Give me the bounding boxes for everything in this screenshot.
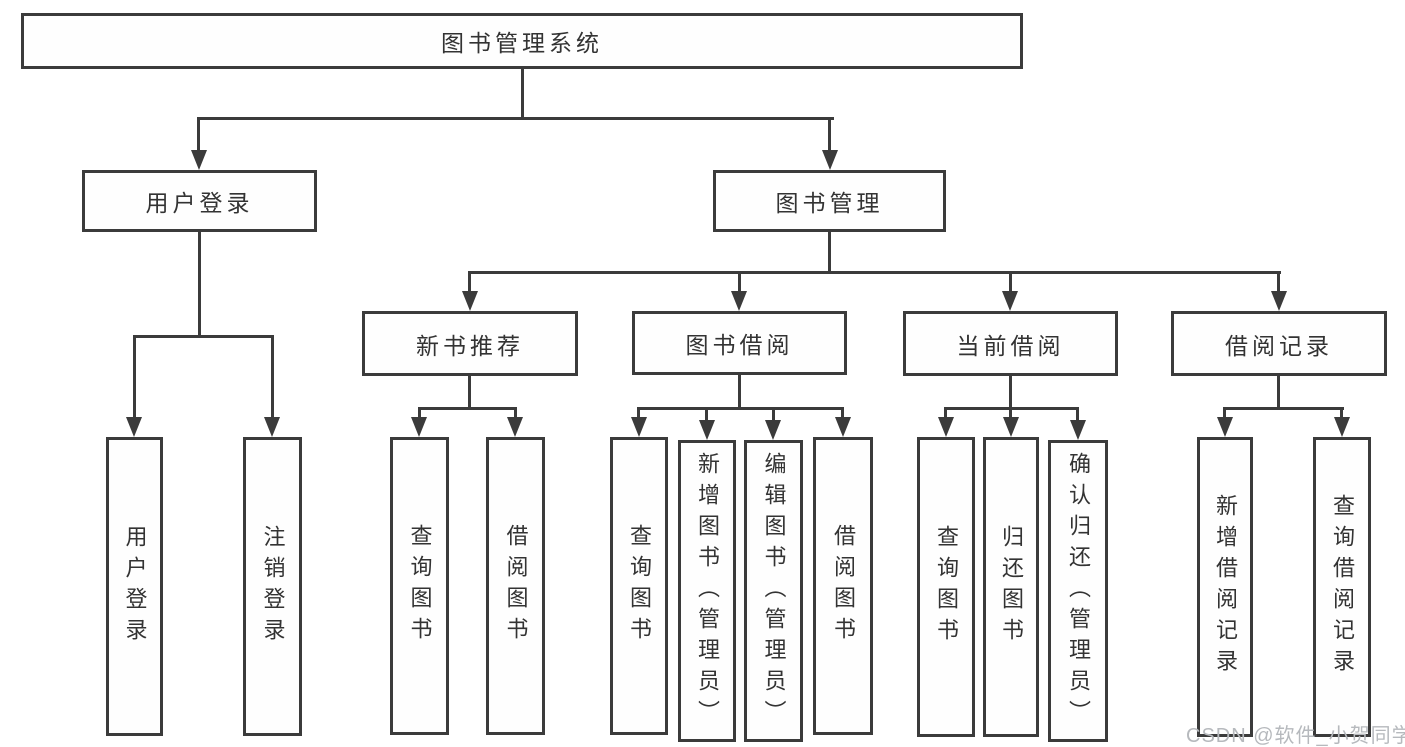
connector-drop-borrow-books [841, 407, 844, 419]
arrowhead-borrow-records [1271, 291, 1287, 311]
leaf-add-borrow-record: 新增借阅记录 [1197, 437, 1253, 737]
leaf-recommend-query-books-label: 查询图书 [407, 524, 433, 648]
connector-drop-leaf-user-login [133, 335, 136, 420]
connector-drop-recommend-query [418, 407, 421, 419]
node-current-borrow-label: 当前借阅 [956, 332, 1065, 359]
leaf-current-query-books: 查询图书 [917, 437, 975, 737]
node-book-borrow: 图书借阅 [632, 311, 847, 375]
connector-user-login-rail [133, 335, 274, 338]
connector-drop-new-book-recommend [468, 271, 471, 293]
connector-drop-borrow-records [1277, 271, 1280, 293]
leaf-logout-label: 注销登录 [260, 524, 286, 649]
leaf-confirm-return-admin-label: 确认归还（管理员） [1066, 451, 1091, 731]
leaf-add-books-admin: 新增图书（管理员） [678, 440, 736, 742]
arrowhead-borrow-query [631, 417, 647, 437]
connector-drop-book-management [828, 117, 831, 153]
leaf-recommend-borrow-books-label: 借阅图书 [503, 524, 529, 648]
arrowhead-current-query [938, 417, 954, 437]
arrowhead-user-login [191, 150, 207, 170]
connector-drop-leaf-logout [271, 335, 274, 420]
arrowhead-recommend-query [411, 417, 427, 437]
arrowhead-book-management [822, 150, 838, 170]
leaf-query-borrow-record-label: 查询借阅记录 [1330, 494, 1355, 680]
leaf-current-query-books-label: 查询图书 [934, 525, 959, 649]
leaf-borrow-books: 借阅图书 [813, 437, 873, 735]
leaf-confirm-return-admin: 确认归还（管理员） [1048, 440, 1108, 742]
connector-user-login-stub [198, 232, 201, 337]
node-root-label: 图书管理系统 [441, 30, 603, 56]
connector-records-rail [1223, 407, 1344, 410]
arrowhead-query-record [1334, 417, 1350, 437]
leaf-logout: 注销登录 [243, 437, 302, 736]
node-borrow-records: 借阅记录 [1171, 311, 1387, 376]
leaf-add-borrow-record-label: 新增借阅记录 [1213, 494, 1238, 680]
connector-drop-add-record [1223, 407, 1226, 419]
connector-current-stub [1009, 376, 1012, 410]
node-user-login: 用户登录 [82, 170, 317, 232]
connector-recommend-stub [468, 376, 471, 410]
connector-drop-borrow-query [637, 407, 640, 419]
leaf-recommend-borrow-books: 借阅图书 [486, 437, 545, 735]
leaf-user-login: 用户登录 [106, 437, 163, 736]
connector-drop-user-login [197, 117, 200, 153]
node-current-borrow: 当前借阅 [903, 311, 1118, 376]
node-book-management: 图书管理 [713, 170, 946, 232]
leaf-borrow-query-books-label: 查询图书 [627, 524, 652, 648]
leaf-add-books-admin-label: 新增图书（管理员） [695, 451, 720, 731]
connector-borrow-stub [738, 375, 741, 410]
arrowhead-borrow-books [835, 417, 851, 437]
connector-drop-recommend-borrow [514, 407, 517, 419]
arrowhead-new-book-recommend [462, 291, 478, 311]
connector-borrow-rail [637, 407, 844, 410]
arrowhead-leaf-user-login [126, 417, 142, 437]
node-user-login-label: 用户登录 [145, 190, 254, 216]
connector-drop-return-books [1009, 407, 1012, 419]
connector-drop-query-record [1340, 407, 1343, 419]
leaf-user-login-label: 用户登录 [122, 524, 148, 649]
arrowhead-current-borrow [1002, 291, 1018, 311]
connector-root-rail [197, 117, 834, 120]
arrowhead-book-borrow [731, 291, 747, 311]
connector-book-management-stub [828, 232, 831, 274]
connector-drop-book-borrow [738, 271, 741, 293]
leaf-edit-books-admin-label: 编辑图书（管理员） [761, 451, 787, 731]
arrowhead-leaf-logout [264, 417, 280, 437]
node-new-book-recommend: 新书推荐 [362, 311, 578, 376]
node-new-book-recommend-label: 新书推荐 [416, 332, 524, 359]
connector-drop-current-query [944, 407, 947, 419]
connector-book-management-rail [468, 271, 1281, 274]
leaf-borrow-books-label: 借阅图书 [831, 524, 856, 648]
node-book-management-label: 图书管理 [775, 190, 884, 216]
arrowhead-edit-books [765, 420, 781, 440]
connector-drop-edit-books [772, 407, 775, 422]
arrowhead-confirm-return [1070, 420, 1086, 440]
node-root: 图书管理系统 [21, 13, 1023, 69]
leaf-edit-books-admin: 编辑图书（管理员） [744, 440, 803, 742]
node-borrow-records-label: 借阅记录 [1225, 332, 1333, 359]
arrowhead-return-books [1003, 417, 1019, 437]
arrowhead-add-record [1217, 417, 1233, 437]
arrowhead-recommend-borrow [507, 417, 523, 437]
connector-drop-current-borrow [1009, 271, 1012, 293]
node-book-borrow-label: 图书借阅 [685, 332, 794, 358]
leaf-recommend-query-books: 查询图书 [390, 437, 449, 735]
connector-records-stub [1277, 376, 1280, 410]
leaf-return-books-label: 归还图书 [999, 525, 1024, 649]
leaf-return-books: 归还图书 [983, 437, 1039, 737]
connector-root-stub [521, 69, 524, 119]
leaf-borrow-query-books: 查询图书 [610, 437, 668, 735]
connector-drop-confirm-return [1076, 407, 1079, 422]
connector-recommend-rail [418, 407, 517, 410]
csdn-watermark: CSDN @软件_小贺同学 [1186, 725, 1405, 747]
leaf-query-borrow-record: 查询借阅记录 [1313, 437, 1371, 737]
connector-drop-add-books [705, 407, 708, 422]
arrowhead-add-books [699, 420, 715, 440]
